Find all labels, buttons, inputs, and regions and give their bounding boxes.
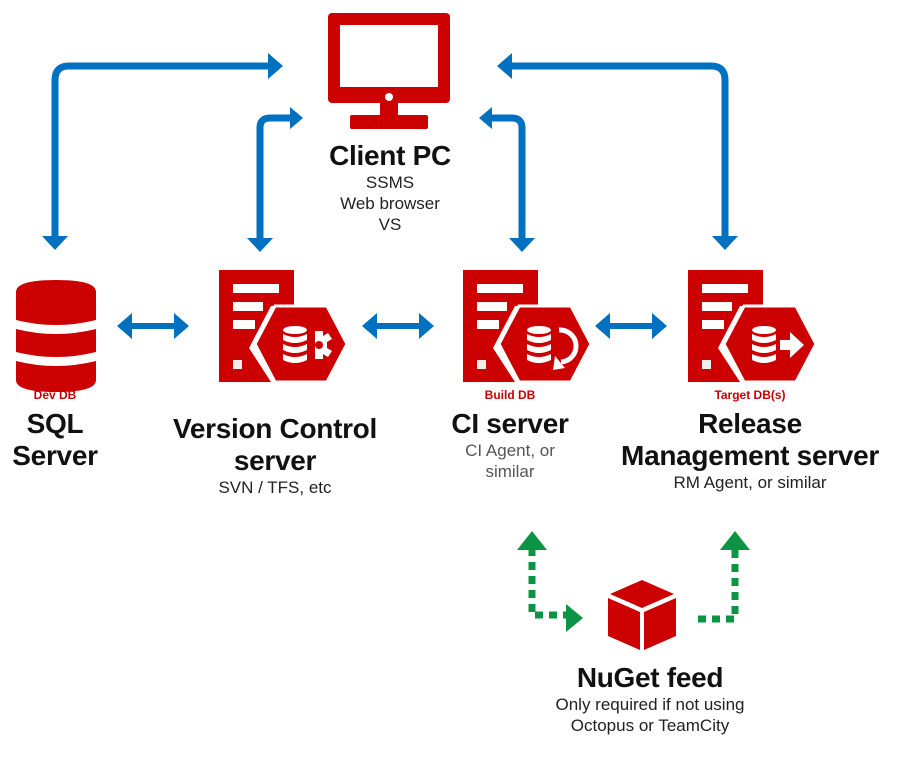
connector-client-to-sql <box>51 62 270 240</box>
connector-ci-to-nuget <box>517 531 583 632</box>
connector-client-to-ci <box>492 114 526 242</box>
client-pc-line: Web browser <box>340 194 440 213</box>
ci-server-label: Build DB CI server CI Agent, or similar <box>430 388 590 482</box>
nuget-feed-line: Octopus or TeamCity <box>570 716 730 735</box>
target-db-tag: Target DB(s) <box>714 388 786 402</box>
arrowhead-right-icon <box>290 107 303 129</box>
client-pc-line: VS <box>378 215 402 234</box>
build-db-tag: Build DB <box>484 388 536 402</box>
dev-db-tag: Dev DB <box>33 388 77 402</box>
arrowhead-down-icon <box>247 238 273 252</box>
sql-server-title: Server <box>12 440 98 471</box>
nuget-feed-label: NuGet feed Only required if not using Oc… <box>520 662 780 736</box>
arrowhead-down-icon <box>509 238 535 252</box>
arrowhead-left-icon <box>479 107 492 129</box>
arrowhead-down-icon <box>42 236 68 250</box>
version-control-title: Version Control <box>173 413 377 444</box>
arrowhead-right-icon <box>268 53 283 79</box>
connector-sql-to-vcs <box>117 313 189 339</box>
client-pc-label: Client PC SSMS Web browser VS <box>290 140 490 235</box>
release-mgmt-subtitle: RM Agent, or similar <box>673 473 827 492</box>
arrowhead-down-icon <box>712 236 738 250</box>
server-refresh-icon <box>461 268 593 384</box>
ci-server-line: CI Agent, or <box>465 441 555 460</box>
connector-client-to-vcs <box>256 114 290 242</box>
connector-client-to-release <box>510 62 729 240</box>
release-mgmt-title: Release <box>698 408 802 439</box>
nuget-feed-line: Only required if not using <box>555 695 745 714</box>
client-pc-title: Client PC <box>329 140 451 171</box>
connector-nuget-to-release <box>698 531 750 623</box>
package-cube-icon <box>608 580 676 650</box>
connector-vcs-to-ci <box>362 313 434 339</box>
release-mgmt-title: Management server <box>621 440 879 471</box>
sql-server-label: Dev DB SQL Server <box>0 388 110 472</box>
client-pc-line: SSMS <box>365 173 415 192</box>
monitor-icon <box>328 13 450 129</box>
arrowhead-left-icon <box>497 53 512 79</box>
server-deploy-icon <box>686 268 818 384</box>
ci-server-line: similar <box>485 462 535 481</box>
nuget-feed-title: NuGet feed <box>576 662 724 693</box>
connector-ci-to-release <box>595 313 667 339</box>
version-control-subtitle: SVN / TFS, etc <box>218 478 332 497</box>
sql-server-title: SQL <box>26 408 84 439</box>
version-control-title: server <box>233 445 317 476</box>
server-gear-icon <box>217 268 349 384</box>
database-icon <box>16 280 96 392</box>
release-mgmt-label: Target DB(s) Release Management server R… <box>600 388 900 493</box>
ci-server-title: CI server <box>451 408 569 439</box>
version-control-label: Version Control server SVN / TFS, etc <box>150 413 400 498</box>
